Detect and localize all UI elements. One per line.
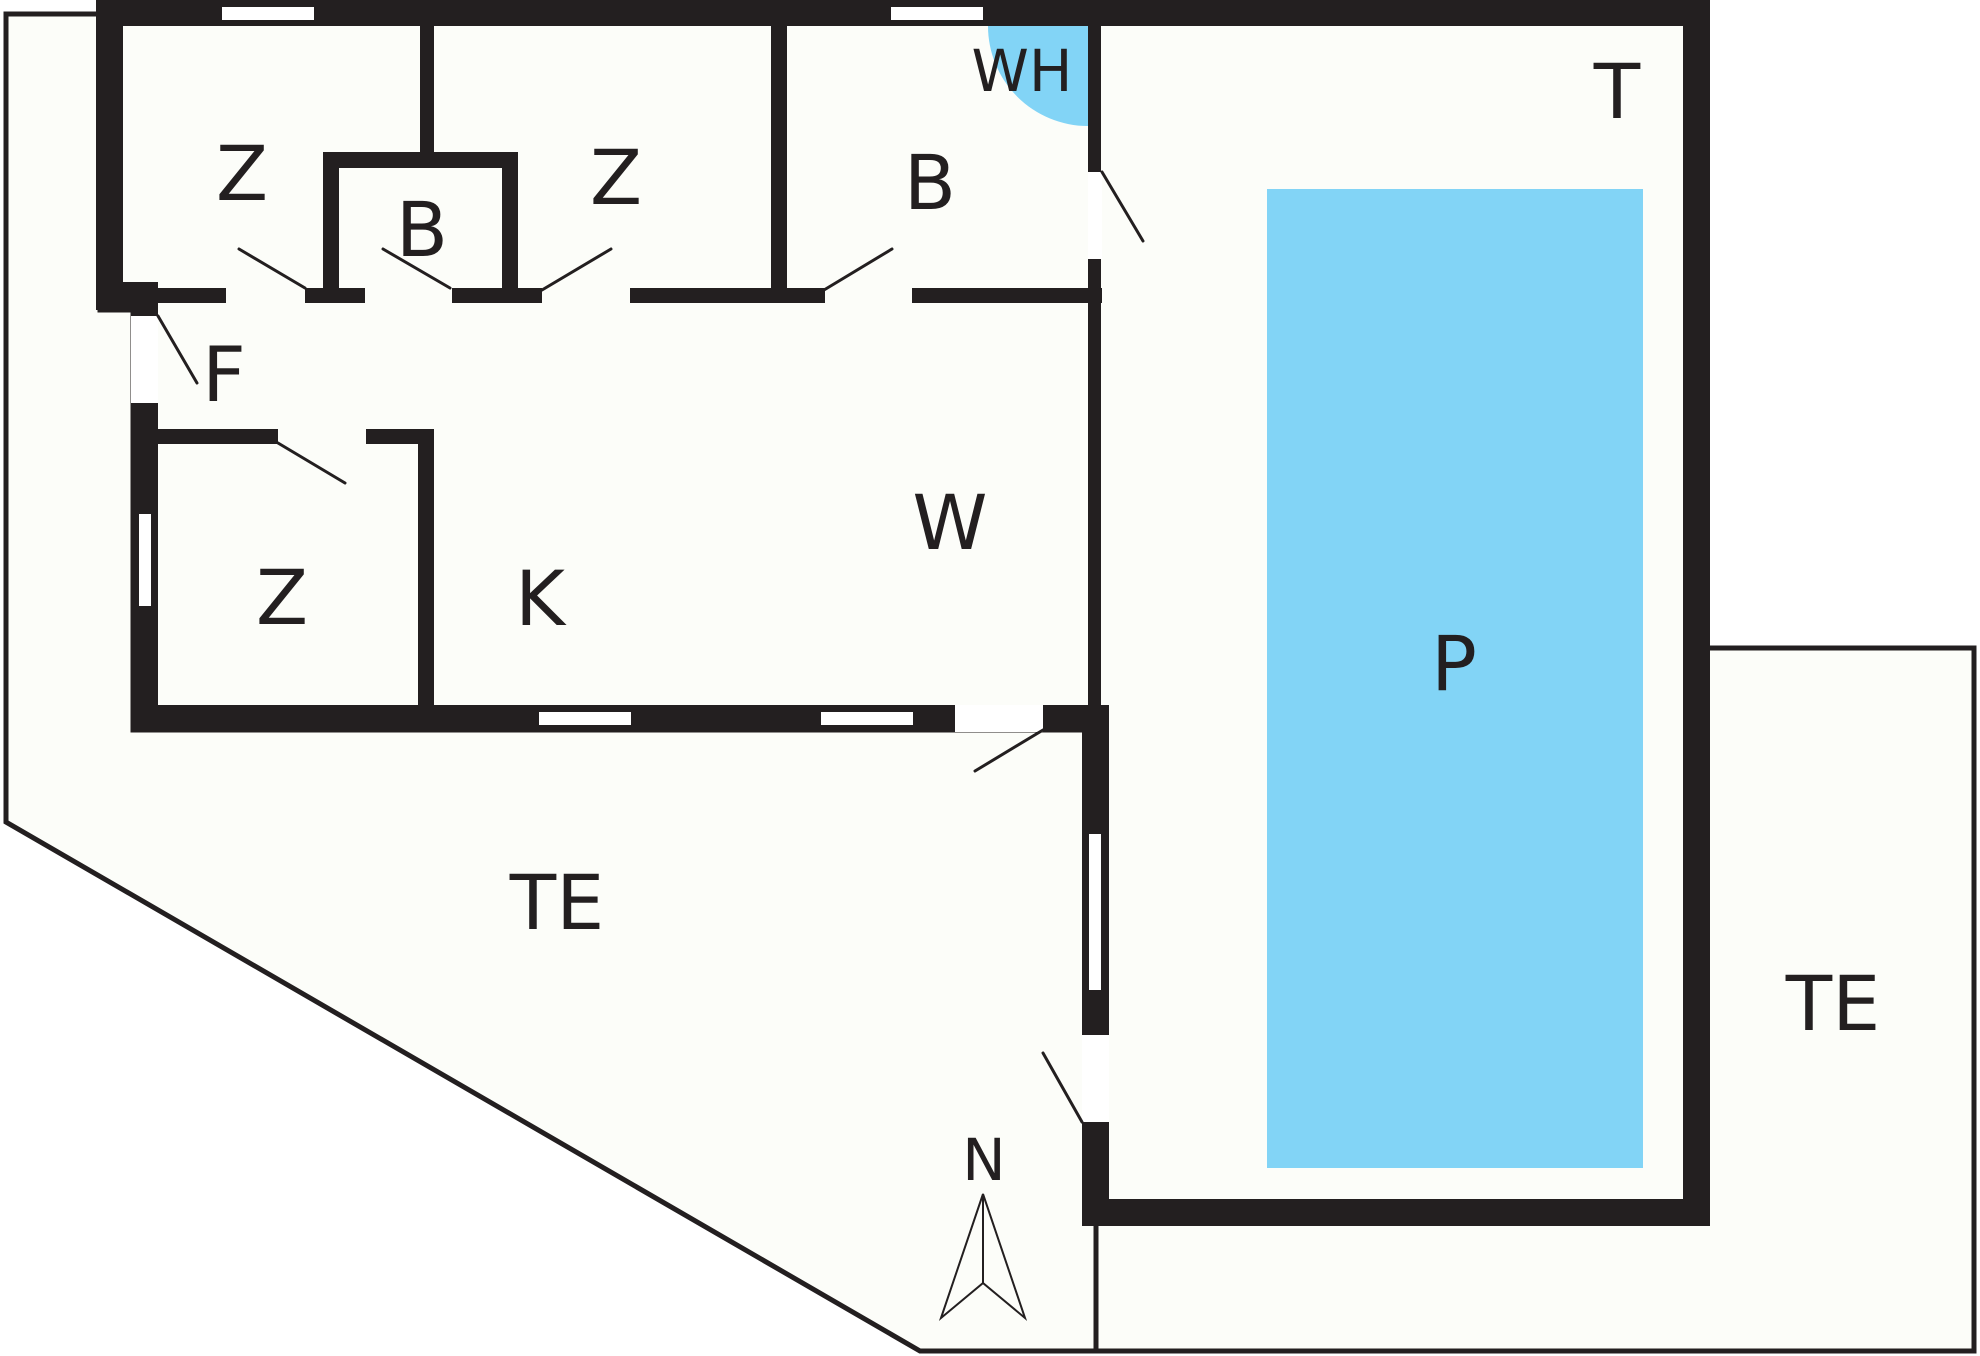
door-swing <box>276 441 347 485</box>
room-label-te-right: TE <box>1785 959 1880 1048</box>
door-opening <box>1088 172 1102 259</box>
window <box>220 5 316 22</box>
wall-z3-right <box>418 429 434 710</box>
room-label-k: K <box>515 554 567 643</box>
wall-pool-bottom <box>1082 1199 1710 1226</box>
wall-z2-b2 <box>771 26 787 303</box>
wall-z1-z2 <box>420 26 434 153</box>
room-label-b1: B <box>396 185 448 274</box>
door-opening <box>955 705 1043 732</box>
window <box>1087 832 1103 992</box>
north-arrow-icon <box>938 1193 1028 1322</box>
window <box>137 512 153 608</box>
wall-living-bottom <box>1043 705 1109 732</box>
pool <box>1267 189 1643 1168</box>
wall-bath1-top <box>323 152 518 168</box>
door-swing <box>822 247 894 292</box>
room-label-f: F <box>202 330 246 419</box>
door-opening <box>131 316 158 403</box>
window <box>819 710 915 727</box>
room-label-b2: B <box>904 138 956 227</box>
room-label-p: P <box>1431 619 1477 708</box>
room-label-z2: Z <box>590 133 642 222</box>
window <box>537 710 633 727</box>
door-swing <box>540 247 613 292</box>
water-heater-shape <box>988 26 1088 126</box>
door-swing <box>1041 1051 1084 1124</box>
wall-pool-right <box>1683 0 1710 1226</box>
wall-wt <box>1088 26 1101 705</box>
room-label-w: W <box>912 478 987 567</box>
wall-left-living <box>131 296 158 316</box>
windows <box>137 5 1103 992</box>
wall-bedrooms-bottom <box>775 288 825 303</box>
door-swing <box>381 247 452 290</box>
wall-z3-top <box>366 429 434 444</box>
door-swing <box>156 314 199 385</box>
wall-z3-top <box>158 429 278 444</box>
north-label: N <box>962 1126 1005 1194</box>
wall-upper-left <box>96 0 123 310</box>
wall-bath1-right <box>502 152 518 296</box>
room-label-t: T <box>1593 47 1641 136</box>
door-opening <box>1082 1035 1109 1122</box>
window <box>889 5 985 22</box>
door-swing <box>1100 170 1145 243</box>
room-label-te-left: TE <box>509 858 604 947</box>
wall-bedrooms-bottom <box>912 288 1102 303</box>
building-floor-living <box>133 296 1096 730</box>
door-swing <box>973 728 1045 773</box>
room-label-wh: WH <box>972 37 1073 105</box>
room-label-z1: Z <box>216 129 268 218</box>
door-swing <box>237 247 307 290</box>
wall-bath1-left <box>323 152 339 296</box>
wall-bedrooms-bottom <box>452 288 542 303</box>
doors <box>131 170 1145 1124</box>
room-label-z3: Z <box>256 553 308 642</box>
